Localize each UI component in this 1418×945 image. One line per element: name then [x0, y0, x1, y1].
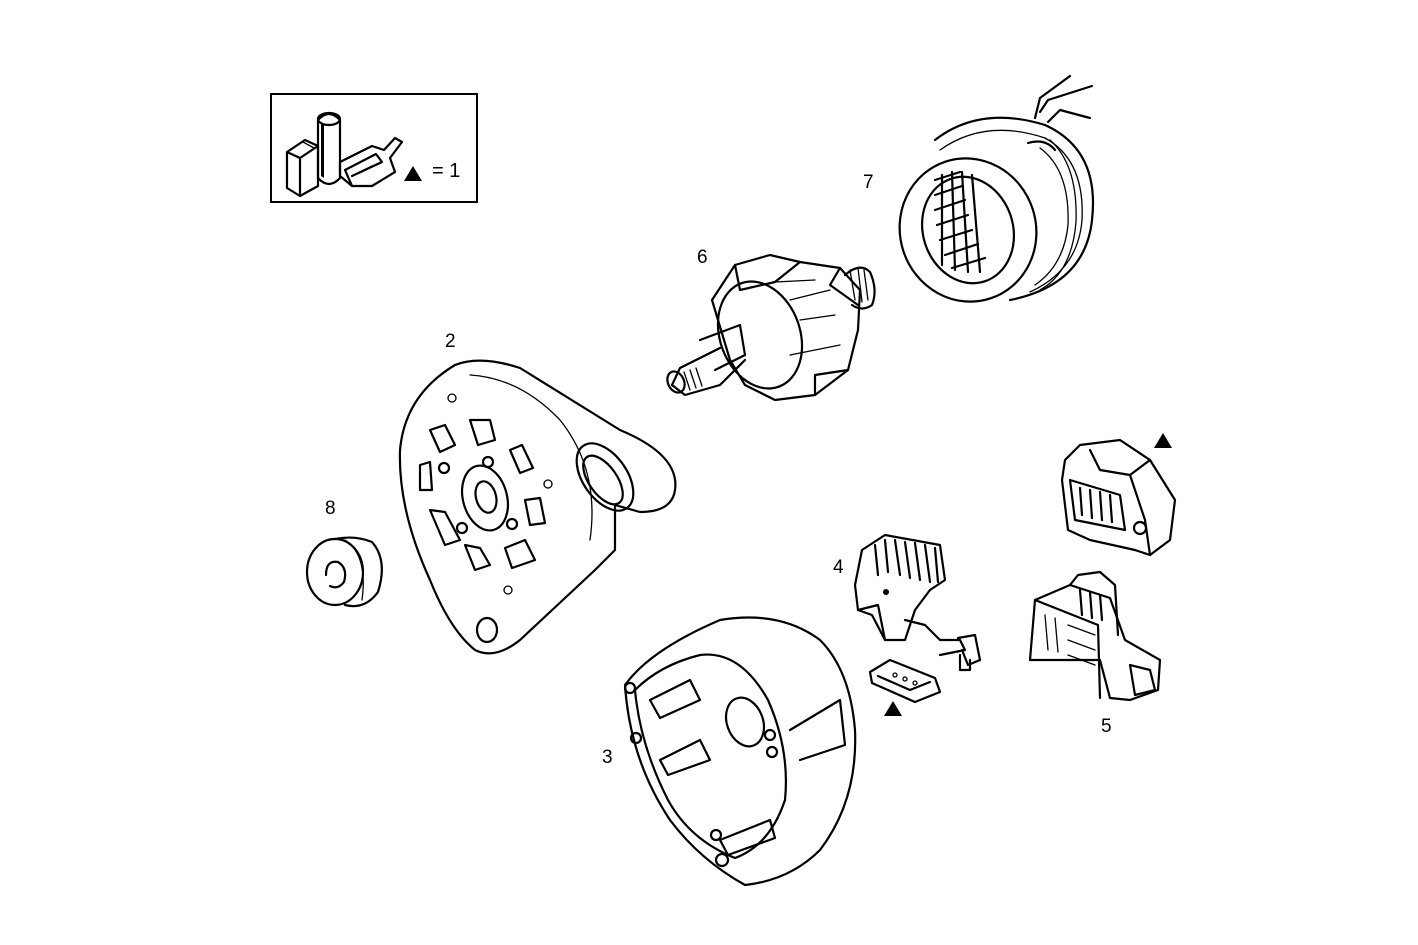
stator-part: [898, 74, 1095, 303]
part-label-3: 3: [602, 747, 613, 768]
regulator-upper-part: [1060, 438, 1177, 557]
rotor-part: [666, 253, 876, 402]
kit-box-icon: [285, 111, 404, 198]
kit-legend: [270, 93, 478, 203]
part-label-6: 6: [697, 247, 708, 268]
part-label-2: 2: [445, 331, 456, 352]
legend-triangle-icon: [404, 166, 422, 181]
part-label-5: 5: [1101, 716, 1112, 737]
housing-part: [623, 616, 857, 887]
drive-end-bracket-part: [398, 359, 677, 655]
part-label-7: 7: [863, 172, 874, 193]
rectifier-part: [853, 533, 982, 672]
regulator-lower-part: [1028, 570, 1162, 702]
part-label-4: 4: [833, 557, 844, 578]
kit-marker-triangle-icon: [884, 701, 902, 716]
kit-marker-triangle-icon: [1154, 433, 1172, 448]
legend-text: = 1: [432, 160, 461, 182]
brush-plate-part: [868, 658, 942, 704]
bushing-part: [305, 536, 383, 608]
part-label-8: 8: [325, 498, 336, 519]
